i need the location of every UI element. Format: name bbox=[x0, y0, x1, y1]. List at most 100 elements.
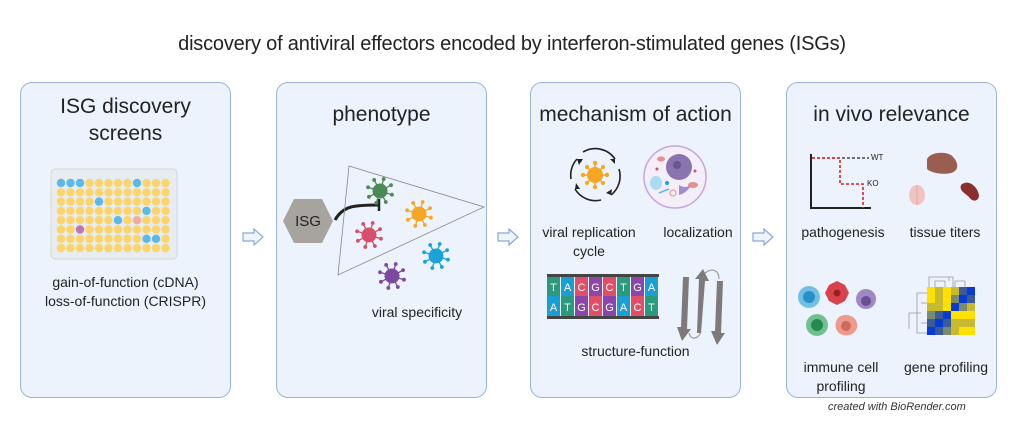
well-E2 bbox=[66, 216, 75, 225]
arrow-right-icon bbox=[242, 227, 264, 247]
well-B4 bbox=[85, 188, 94, 197]
well-F7 bbox=[113, 225, 123, 234]
heatmap-cell bbox=[927, 295, 935, 303]
base-T bbox=[617, 277, 630, 296]
well-H3 bbox=[75, 243, 85, 253]
well-C5 bbox=[94, 197, 104, 206]
well-B11 bbox=[151, 188, 161, 197]
heatmap-cell bbox=[951, 327, 959, 335]
well-D2 bbox=[66, 206, 75, 216]
well-G7 bbox=[113, 234, 123, 243]
well-G11 bbox=[151, 234, 161, 243]
heatmap-cell bbox=[951, 287, 959, 295]
heatmap-cell bbox=[943, 319, 951, 327]
well-C11 bbox=[151, 197, 161, 206]
heatmap-cell bbox=[951, 311, 959, 319]
heatmap-cell bbox=[943, 287, 951, 295]
heatmap-cell bbox=[959, 311, 967, 319]
well-A6 bbox=[104, 178, 113, 188]
base-G bbox=[631, 277, 644, 296]
base-G bbox=[575, 296, 588, 316]
panel-mechanism-of-action: mechanism of action viral replication cy… bbox=[530, 82, 741, 398]
panel-phenotype: phenotype ISG viral specificity bbox=[276, 82, 487, 398]
heatmap-cell bbox=[967, 295, 975, 303]
well-A1 bbox=[56, 178, 66, 188]
panel-in-vivo-relevance: in vivo relevance WT KO pathogenesis tis… bbox=[786, 82, 997, 398]
well-D1 bbox=[56, 206, 66, 216]
heatmap-cell bbox=[951, 295, 959, 303]
well-F11 bbox=[151, 225, 161, 234]
well-H12 bbox=[161, 243, 170, 253]
well-H11 bbox=[151, 243, 161, 253]
well-D8 bbox=[123, 206, 132, 216]
base-letter: A bbox=[564, 282, 572, 294]
well-E12 bbox=[161, 216, 170, 225]
well-H1 bbox=[56, 243, 66, 253]
heatmap-cell bbox=[959, 287, 967, 295]
well-G9 bbox=[132, 234, 142, 243]
well-A7 bbox=[113, 178, 123, 188]
well-C1 bbox=[56, 197, 66, 206]
heatmap-cell bbox=[943, 327, 951, 335]
well-D10 bbox=[142, 206, 151, 216]
heatmap-cell bbox=[951, 319, 959, 327]
base-letter: T bbox=[620, 282, 627, 294]
base-letter: A bbox=[550, 302, 558, 314]
label-viral-specificity: viral specificity bbox=[371, 304, 463, 320]
well-G5 bbox=[94, 234, 104, 243]
base-letter: G bbox=[605, 302, 614, 314]
well-D6 bbox=[104, 206, 113, 216]
well-A4 bbox=[85, 178, 94, 188]
well-C4 bbox=[85, 197, 94, 206]
well-A5 bbox=[94, 178, 104, 188]
label-gain-of-function: gain-of-function (cDNA) bbox=[52, 274, 199, 290]
well-B6 bbox=[104, 188, 113, 197]
well-E8 bbox=[123, 216, 132, 225]
well-F5 bbox=[94, 225, 104, 234]
virus-icon bbox=[405, 200, 433, 228]
heatmap-cell bbox=[935, 319, 943, 327]
well-D4 bbox=[85, 206, 94, 216]
heatmap-cell bbox=[927, 303, 935, 311]
panel-title-line1: ISG discovery bbox=[60, 95, 191, 118]
base-T bbox=[561, 296, 574, 316]
heatmap-cell bbox=[927, 327, 935, 335]
well-E9 bbox=[132, 216, 142, 225]
label-pathogenesis: pathogenesis bbox=[801, 224, 885, 240]
well-C9 bbox=[132, 197, 142, 206]
biorender-credit: created with BioRender.com bbox=[828, 401, 966, 413]
heatmap-cell bbox=[935, 303, 943, 311]
base-T bbox=[645, 296, 658, 316]
heatmap-cell bbox=[935, 295, 943, 303]
well-F12 bbox=[161, 225, 170, 234]
well-B3 bbox=[75, 188, 85, 197]
base-C bbox=[631, 296, 644, 316]
base-letter: A bbox=[648, 282, 656, 294]
label-profiling: profiling bbox=[816, 378, 866, 394]
base-C bbox=[575, 277, 588, 296]
label-immune-cell: immune cell bbox=[803, 359, 879, 375]
organs-icon bbox=[909, 152, 979, 205]
well-B5 bbox=[94, 188, 104, 197]
virus-icon bbox=[366, 177, 394, 205]
base-G bbox=[603, 296, 616, 316]
virus-icon bbox=[355, 221, 383, 249]
base-A bbox=[561, 277, 574, 296]
well-H8 bbox=[123, 243, 132, 253]
well-H6 bbox=[104, 243, 113, 253]
base-letter: G bbox=[633, 282, 642, 294]
well-H7 bbox=[113, 243, 123, 253]
well-A2 bbox=[66, 178, 75, 188]
base-letter: G bbox=[591, 282, 600, 294]
well-H4 bbox=[85, 243, 94, 253]
virus-group bbox=[337, 165, 486, 290]
well-D11 bbox=[151, 206, 161, 216]
panel-title-line2: screens bbox=[88, 122, 163, 145]
arrow-right-icon bbox=[497, 227, 519, 247]
panel-title: phenotype bbox=[332, 103, 431, 126]
well-D7 bbox=[113, 206, 123, 216]
well-A8 bbox=[123, 178, 132, 188]
well-F2 bbox=[66, 225, 75, 234]
well-H10 bbox=[142, 243, 151, 253]
